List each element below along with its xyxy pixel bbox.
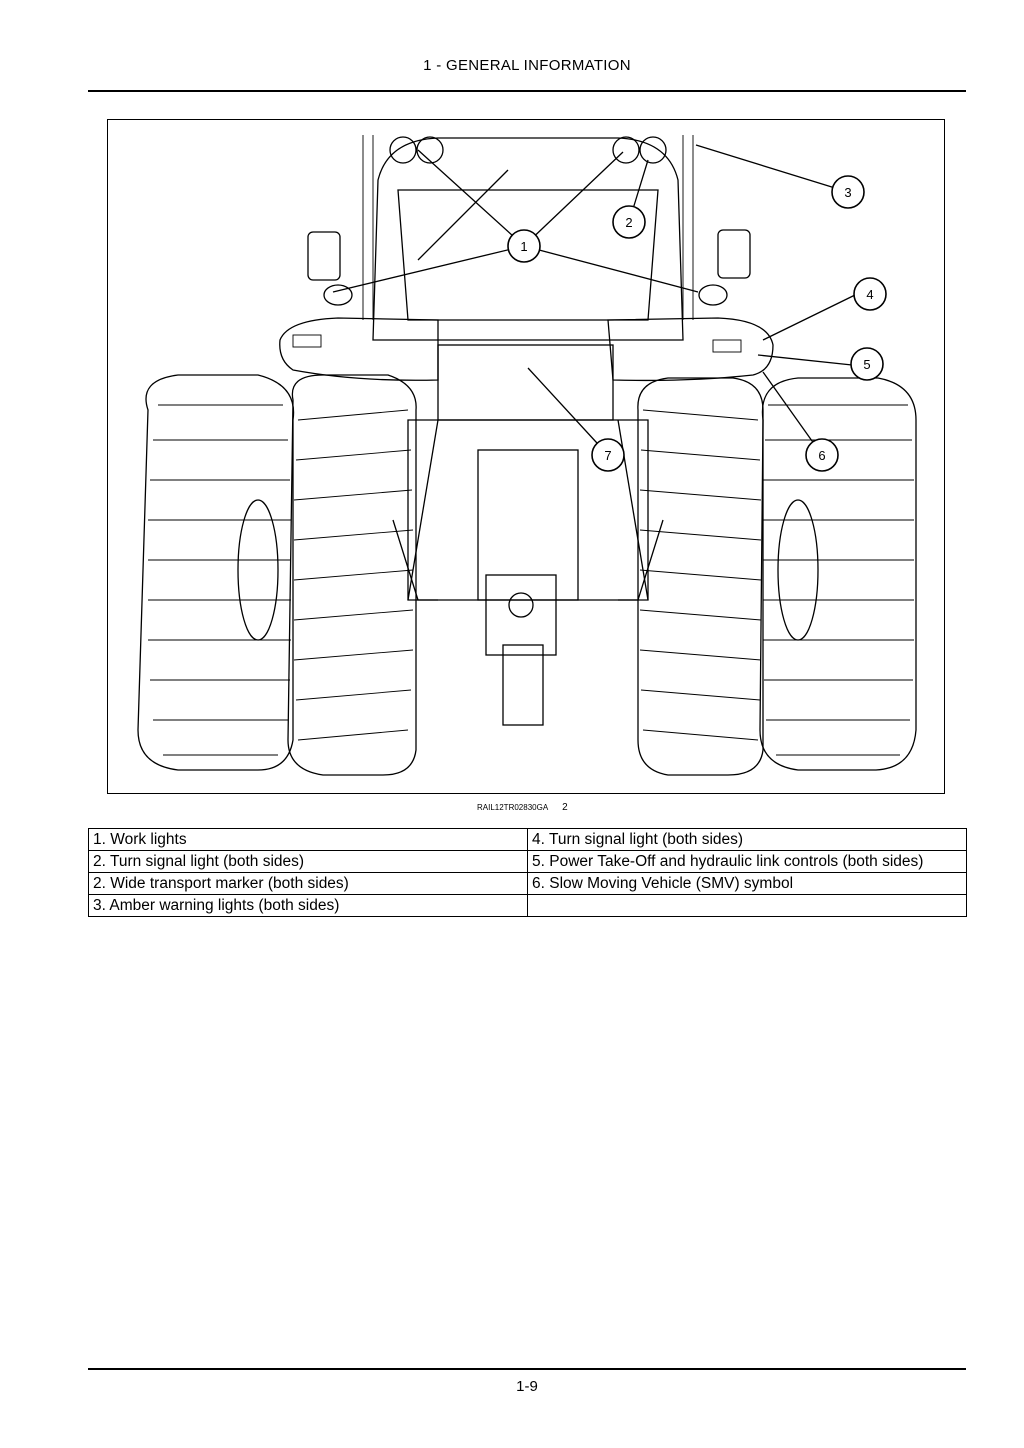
page-number: 1-9 — [516, 1378, 538, 1395]
callout-1: 1 — [507, 229, 541, 263]
page-header-title: 1 - GENERAL INFORMATION — [423, 57, 631, 74]
callout-3: 3 — [831, 175, 865, 209]
svg-text:4: 4 — [866, 287, 873, 302]
legend-cell: 5. Power Take-Off and hydraulic link con… — [527, 850, 967, 873]
svg-text:6: 6 — [818, 448, 825, 463]
svg-text:5: 5 — [863, 357, 870, 372]
legend-cell: 1. Work lights — [88, 828, 528, 851]
legend-cell — [527, 894, 967, 917]
callout-leaders — [332, 144, 856, 456]
legend-cell: 6. Slow Moving Vehicle (SMV) symbol — [527, 872, 967, 895]
rear-hitch — [392, 419, 664, 726]
legend-cell: 2. Wide transport marker (both sides) — [88, 872, 528, 895]
svg-text:1: 1 — [520, 239, 527, 254]
figure-caption: RAIL12TR02830GA 2 — [477, 802, 568, 813]
legend-cell: 4. Turn signal light (both sides) — [527, 828, 967, 851]
legend-row: 3. Amber warning lights (both sides) — [88, 894, 967, 917]
legend-cell: 2. Turn signal light (both sides) — [88, 850, 528, 873]
legend-row: 2. Wide transport marker (both sides) 6.… — [88, 872, 967, 895]
figure-caption-code: RAIL12TR02830GA — [477, 803, 549, 812]
tractor-rear-view-figure: 1 2 3 4 5 6 7 — [107, 119, 945, 794]
footer-rule — [88, 1368, 966, 1370]
legend-row: 1. Work lights 4. Turn signal light (bot… — [88, 828, 967, 851]
callout-6: 6 — [805, 438, 839, 472]
right-outer-tire — [759, 377, 917, 771]
left-outer-tire — [137, 374, 295, 771]
left-inner-tire — [287, 374, 417, 776]
callout-4: 4 — [853, 277, 887, 311]
svg-text:7: 7 — [604, 448, 611, 463]
svg-text:3: 3 — [844, 185, 851, 200]
right-inner-tire — [637, 377, 764, 776]
callout-7: 7 — [591, 438, 625, 472]
rear-body — [279, 284, 774, 421]
work-lights-top — [389, 136, 667, 164]
legend-table: 1. Work lights 4. Turn signal light (bot… — [88, 828, 967, 917]
callout-5: 5 — [850, 347, 884, 381]
header-rule — [88, 90, 966, 92]
legend-cell: 3. Amber warning lights (both sides) — [88, 894, 528, 917]
callout-2: 2 — [612, 205, 646, 239]
tractor-illustration: 1 2 3 4 5 6 7 — [137, 135, 917, 776]
figure-caption-number: 2 — [562, 802, 568, 813]
legend-row: 2. Turn signal light (both sides) 5. Pow… — [88, 850, 967, 873]
svg-text:2: 2 — [625, 215, 632, 230]
